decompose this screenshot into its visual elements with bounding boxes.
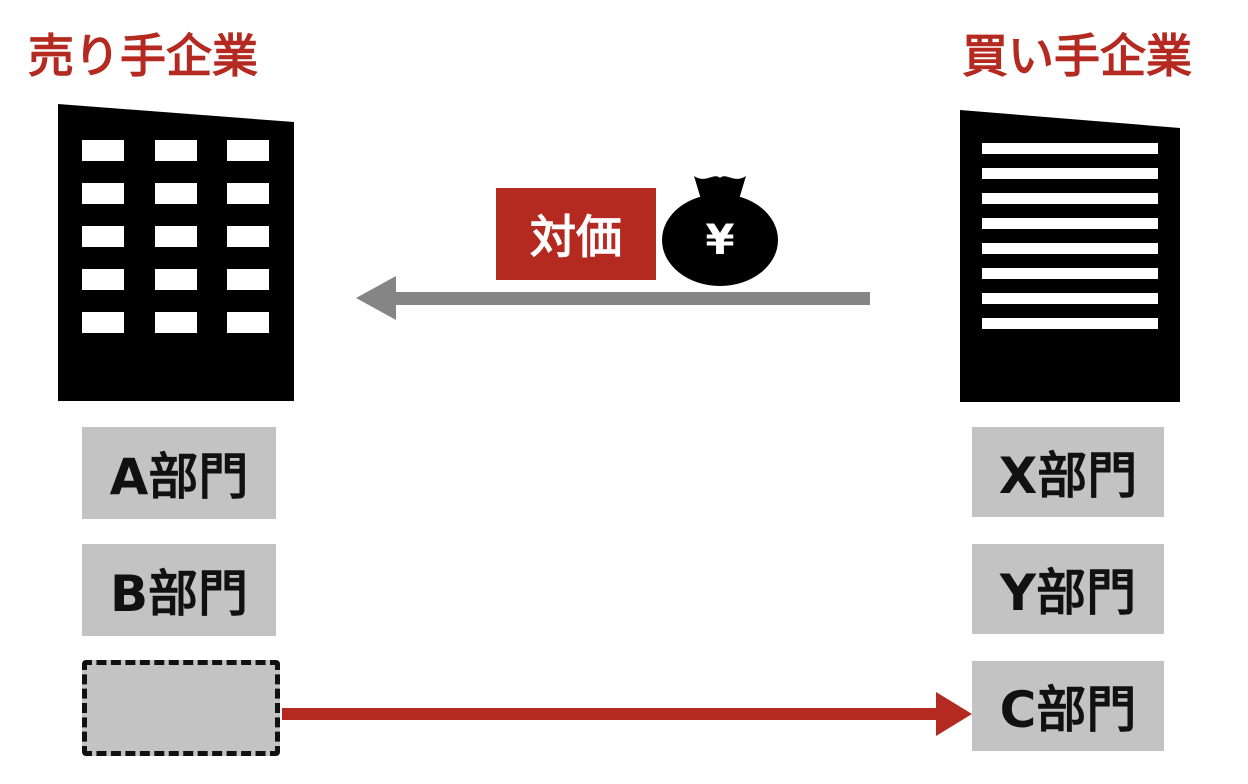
dept-x: X部門 (972, 427, 1164, 517)
buyer-title: 買い手企業 (962, 29, 1192, 83)
yen-symbol: ¥ (705, 215, 735, 264)
money-bag-icon (662, 176, 778, 286)
seller-building-icon (58, 104, 294, 401)
payment-arrow (356, 276, 870, 320)
transferred-dept-placeholder (82, 660, 280, 756)
dept-y: Y部門 (972, 544, 1164, 634)
dept-a: A部門 (82, 427, 276, 519)
dept-b: B部門 (82, 544, 276, 636)
price-label: 対価 (530, 210, 622, 264)
dept-c: C部門 (972, 661, 1164, 751)
buyer-building-icon (960, 110, 1180, 402)
transfer-arrow (282, 692, 972, 736)
seller-title: 売り手企業 (28, 29, 258, 83)
price-label-background (496, 188, 656, 280)
